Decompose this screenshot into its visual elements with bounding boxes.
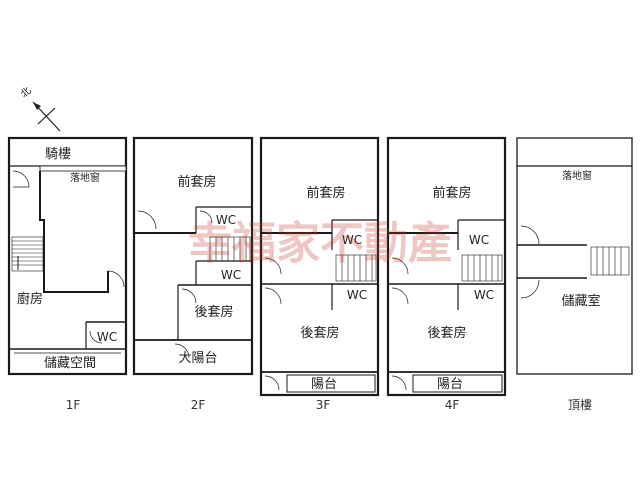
room-storage-1f: 儲藏空間	[44, 356, 96, 371]
room-wc-upper-3f: WC	[342, 233, 362, 247]
room-wc-upper-2f: WC	[216, 213, 236, 227]
label-french-window-roof: 落地窗	[562, 169, 592, 182]
room-arcade-1f: 騎樓	[45, 147, 71, 162]
room-balcony-3f: 陽台	[311, 377, 337, 392]
north-arrow-icon: 北	[18, 85, 61, 132]
room-front-suite-2f: 前套房	[177, 174, 216, 190]
floor-plan-1f	[7, 136, 128, 376]
outer-wall-4f	[386, 136, 507, 397]
room-wc-lower-2f: WC	[221, 268, 241, 282]
floor-caption-4f: 4F	[445, 398, 460, 412]
floor-plan-4f	[386, 136, 507, 397]
watermark: 幸福家不動產	[188, 218, 452, 269]
room-front-suite-3f: 前套房	[306, 185, 345, 201]
outer-wall-3f	[259, 136, 380, 397]
floor-plan-roof	[516, 137, 633, 375]
room-wc-lower-4f: WC	[474, 288, 494, 302]
french-window-1f	[39, 165, 127, 172]
staircase-2f	[209, 236, 251, 262]
room-front-suite-4f: 前套房	[432, 185, 471, 201]
staircase-4f	[461, 254, 503, 282]
room-storeroom-roof: 儲藏室	[561, 293, 600, 309]
room-rear-suite-2f: 後套房	[194, 304, 233, 320]
room-wc-lower-3f: WC	[347, 288, 367, 302]
label-french-window-1f: 落地窗	[70, 171, 100, 184]
room-rear-suite-4f: 後套房	[427, 325, 466, 341]
room-big-balcony-2f: 大陽台	[178, 351, 217, 366]
room-wc-1f: WC	[97, 330, 117, 344]
staircase-3f	[335, 254, 377, 282]
floor-caption-1f: 1F	[66, 398, 81, 412]
outer-wall-2f	[132, 136, 254, 376]
floor-plan-3f	[259, 136, 380, 397]
room-balcony-4f: 陽台	[437, 377, 463, 392]
floor-caption-2f: 2F	[191, 398, 206, 412]
floor-plan-2f	[132, 136, 254, 376]
room-kitchen-1f: 廚房	[17, 291, 43, 307]
room-rear-suite-3f: 後套房	[300, 325, 339, 341]
room-wc-upper-4f: WC	[469, 233, 489, 247]
floor-caption-3f: 3F	[316, 398, 331, 412]
staircase-1f	[11, 236, 44, 272]
compass-label: 北	[18, 85, 33, 101]
staircase-roof	[590, 246, 630, 276]
floor-caption-roof: 頂樓	[568, 397, 592, 412]
outer-wall-roof	[516, 137, 633, 375]
outer-wall-1f	[7, 136, 128, 376]
